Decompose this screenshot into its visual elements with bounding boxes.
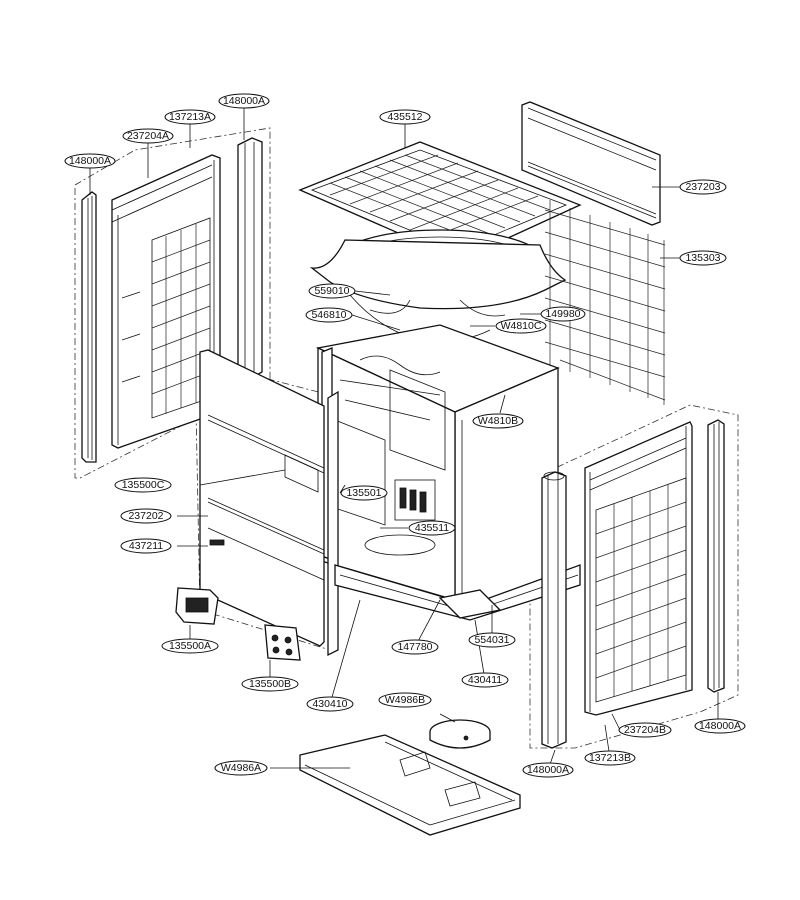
callout-237204A: 237204A	[122, 128, 174, 144]
callout-label: 559010	[314, 285, 349, 297]
callout-149980: 149980	[540, 306, 586, 322]
callout-148000A-bottom: 148000A	[522, 762, 574, 778]
callout-137213A: 137213A	[164, 109, 216, 125]
callout-label: 437211	[129, 540, 163, 552]
callout-435511: 435511	[408, 520, 456, 536]
callout-148000A-right: 148000A	[694, 718, 746, 734]
callout-label: 135501	[346, 487, 381, 499]
callout-label: 149980	[545, 308, 580, 320]
main-cabinet	[315, 324, 560, 606]
center-left-corner-post	[237, 137, 263, 381]
front-right-corner-post	[541, 471, 567, 749]
callout-label: 135500A	[169, 640, 211, 652]
rear-wire-guard	[544, 200, 666, 405]
callout-135500B: 135500B	[241, 676, 299, 692]
callout-237202: 237202	[120, 508, 172, 524]
callout-135500C: 135500C	[114, 477, 172, 493]
callout-label: 148000A	[699, 720, 741, 732]
callout-135501: 135501	[340, 485, 388, 501]
callout-148000A-top: 148000A	[218, 93, 270, 109]
callout-435512: 435512	[379, 109, 431, 125]
callout-label: 137213A	[169, 111, 211, 123]
callout-430410: 430410	[306, 696, 354, 712]
callout-label: W4810B	[478, 415, 518, 427]
callout-135303: 135303	[679, 250, 727, 266]
callout-label: 430410	[312, 698, 347, 710]
top-back-panel	[521, 101, 661, 226]
left-panel-grille	[151, 217, 211, 419]
callout-label: 148000A	[527, 764, 569, 776]
callout-label: 237203	[685, 181, 720, 193]
callout-W4986B: W4986B	[378, 692, 432, 708]
callout-135500A: 135500A	[161, 638, 219, 654]
callout-W4986A: W4986A	[214, 760, 268, 776]
callout-label: 135500C	[122, 479, 165, 491]
bottom-plate	[299, 734, 521, 836]
callout-label: 237204B	[624, 724, 666, 736]
front-panel	[199, 349, 339, 657]
left-corner-post	[81, 191, 97, 463]
callout-label: 148000A	[223, 95, 265, 107]
callout-label: 137213B	[589, 752, 631, 764]
callout-559010: 559010	[308, 283, 356, 299]
drain-cap	[429, 719, 491, 749]
callout-label: 554031	[474, 634, 509, 646]
right-side-panel	[584, 421, 693, 716]
callout-label: W4986B	[385, 694, 425, 706]
callout-label: 430411	[468, 674, 502, 686]
right-panel-grille	[595, 477, 687, 703]
callout-label: 237204A	[127, 130, 169, 142]
callout-label: 237202	[128, 510, 163, 522]
callout-label: W4810C	[501, 320, 542, 332]
callout-147780: 147780	[391, 639, 439, 655]
callout-label: 435512	[387, 111, 422, 123]
callout-437211: 437211	[120, 538, 172, 554]
callout-W4810B: W4810B	[472, 413, 524, 429]
leader-lines	[89, 108, 719, 771]
callout-label: W4986A	[221, 762, 261, 774]
callout-546810: 546810	[305, 307, 353, 323]
callout-label: 135303	[685, 252, 720, 264]
callout-label: 135500B	[249, 678, 291, 690]
callout-137213B: 137213B	[584, 750, 636, 766]
callout-430411: 430411	[461, 672, 509, 688]
callout-237203: 237203	[679, 179, 727, 195]
callout-label: 546810	[311, 309, 346, 321]
service-cover-a	[175, 587, 219, 625]
callout-label: 148000A	[69, 155, 111, 167]
rear-right-corner-post	[707, 419, 725, 693]
callout-237204B: 237204B	[618, 722, 672, 738]
callout-148000A-left: 148000A	[64, 153, 116, 169]
callout-label: 147780	[397, 641, 432, 653]
base-pan	[334, 564, 581, 621]
callout-label: 435511	[415, 522, 449, 534]
left-side-panel	[111, 154, 221, 449]
callout-W4810C: W4810C	[495, 318, 547, 334]
service-cover-b	[264, 624, 301, 661]
fan-and-shroud	[309, 229, 567, 342]
internal-components	[334, 355, 446, 556]
callout-554031: 554031	[468, 632, 516, 648]
